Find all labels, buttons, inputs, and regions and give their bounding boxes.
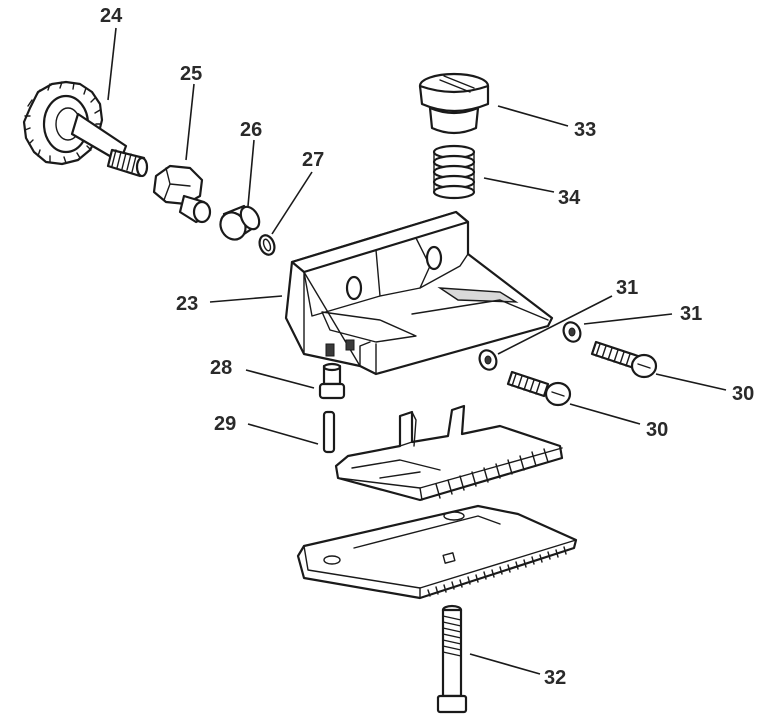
leader-30a — [569, 403, 641, 425]
upper-cutter-blade — [334, 404, 564, 502]
part-29-dowel-pin — [322, 410, 336, 454]
leader-29 — [247, 423, 319, 445]
label-26: 26 — [240, 119, 262, 141]
part-23-blade-housing — [284, 210, 554, 376]
part-30-screw-b — [590, 340, 658, 379]
leader-26 — [247, 139, 255, 207]
leader-31a — [497, 295, 613, 355]
label-31-b: 31 — [680, 303, 702, 325]
label-30-b: 30 — [732, 383, 754, 405]
label-30-a: 30 — [646, 419, 668, 441]
label-27: 27 — [302, 149, 324, 171]
label-28: 28 — [210, 357, 232, 379]
part-24-gear-shaft — [22, 80, 149, 178]
leader-27 — [271, 171, 313, 235]
leader-24 — [107, 27, 117, 101]
part-34-spring — [432, 144, 476, 200]
part-33-tension-cap — [418, 72, 490, 135]
part-32-long-bolt — [436, 604, 468, 714]
leader-30b — [655, 373, 727, 391]
label-24: 24 — [100, 5, 123, 27]
label-32: 32 — [544, 667, 566, 689]
part-27-o-ring — [258, 234, 276, 256]
part-26-bushing — [219, 204, 261, 241]
label-23: 23 — [176, 293, 198, 315]
label-34: 34 — [558, 187, 581, 209]
leader-23 — [209, 295, 283, 303]
lower-comb-blade — [296, 504, 578, 600]
label-31-a: 31 — [616, 277, 638, 299]
part-31-washer-b — [562, 321, 582, 343]
part-28-pivot-pin — [318, 362, 346, 400]
label-29: 29 — [214, 413, 236, 435]
leader-32 — [469, 653, 541, 675]
part-30-screw-a — [506, 370, 572, 407]
part-25-elbow-nut — [152, 164, 212, 224]
leader-lines — [107, 27, 727, 675]
leader-28 — [245, 369, 315, 389]
leader-25 — [185, 83, 195, 161]
part-31-washer-a — [478, 349, 498, 371]
label-33: 33 — [574, 119, 596, 141]
leader-31b — [583, 313, 673, 325]
part-labels: 24 25 26 27 23 33 34 31 31 30 30 28 29 3… — [100, 5, 754, 689]
label-25: 25 — [180, 63, 202, 85]
leader-34 — [483, 177, 555, 193]
leader-33 — [497, 105, 569, 127]
